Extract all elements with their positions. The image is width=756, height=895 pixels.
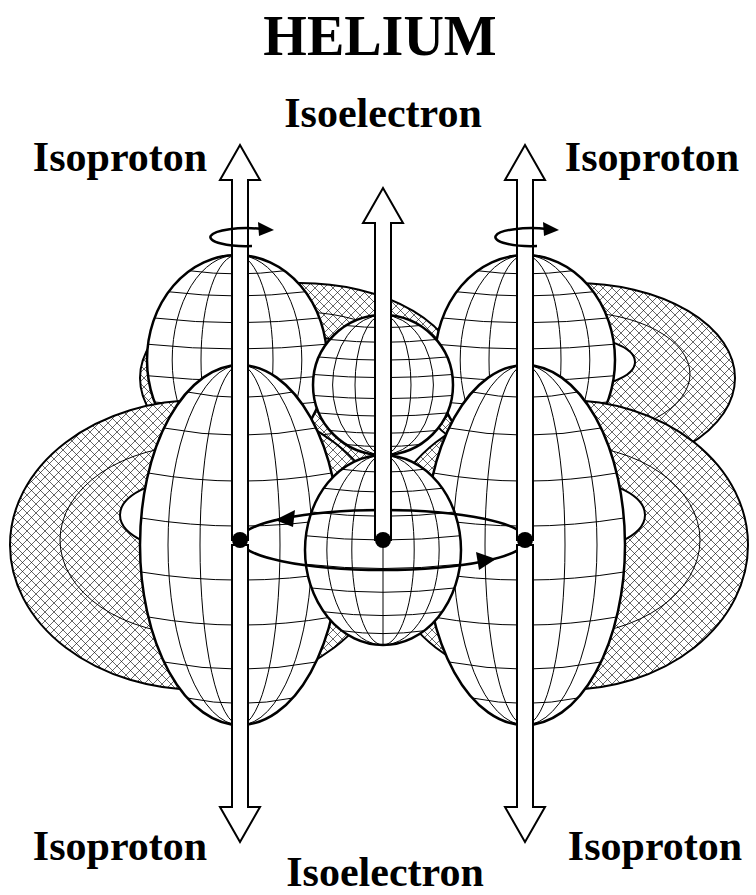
part-label: Isoelectron <box>286 851 484 893</box>
spin-arrow <box>220 145 260 540</box>
part-label: Isoproton <box>33 136 207 178</box>
centre-dot <box>232 532 533 548</box>
spin-arrow <box>220 545 260 842</box>
rotation-arrow <box>210 222 274 246</box>
spin-arrow <box>363 188 403 540</box>
diagram-title: HELIUM <box>263 8 496 64</box>
part-label: Isoproton <box>565 136 739 178</box>
part-label: Isoproton <box>33 825 207 867</box>
part-label: Isoproton <box>568 825 742 867</box>
spin-arrow <box>505 545 545 842</box>
rotation-arrow <box>495 222 559 246</box>
spin-arrow <box>505 145 545 540</box>
part-label: Isoelectron <box>284 92 482 134</box>
